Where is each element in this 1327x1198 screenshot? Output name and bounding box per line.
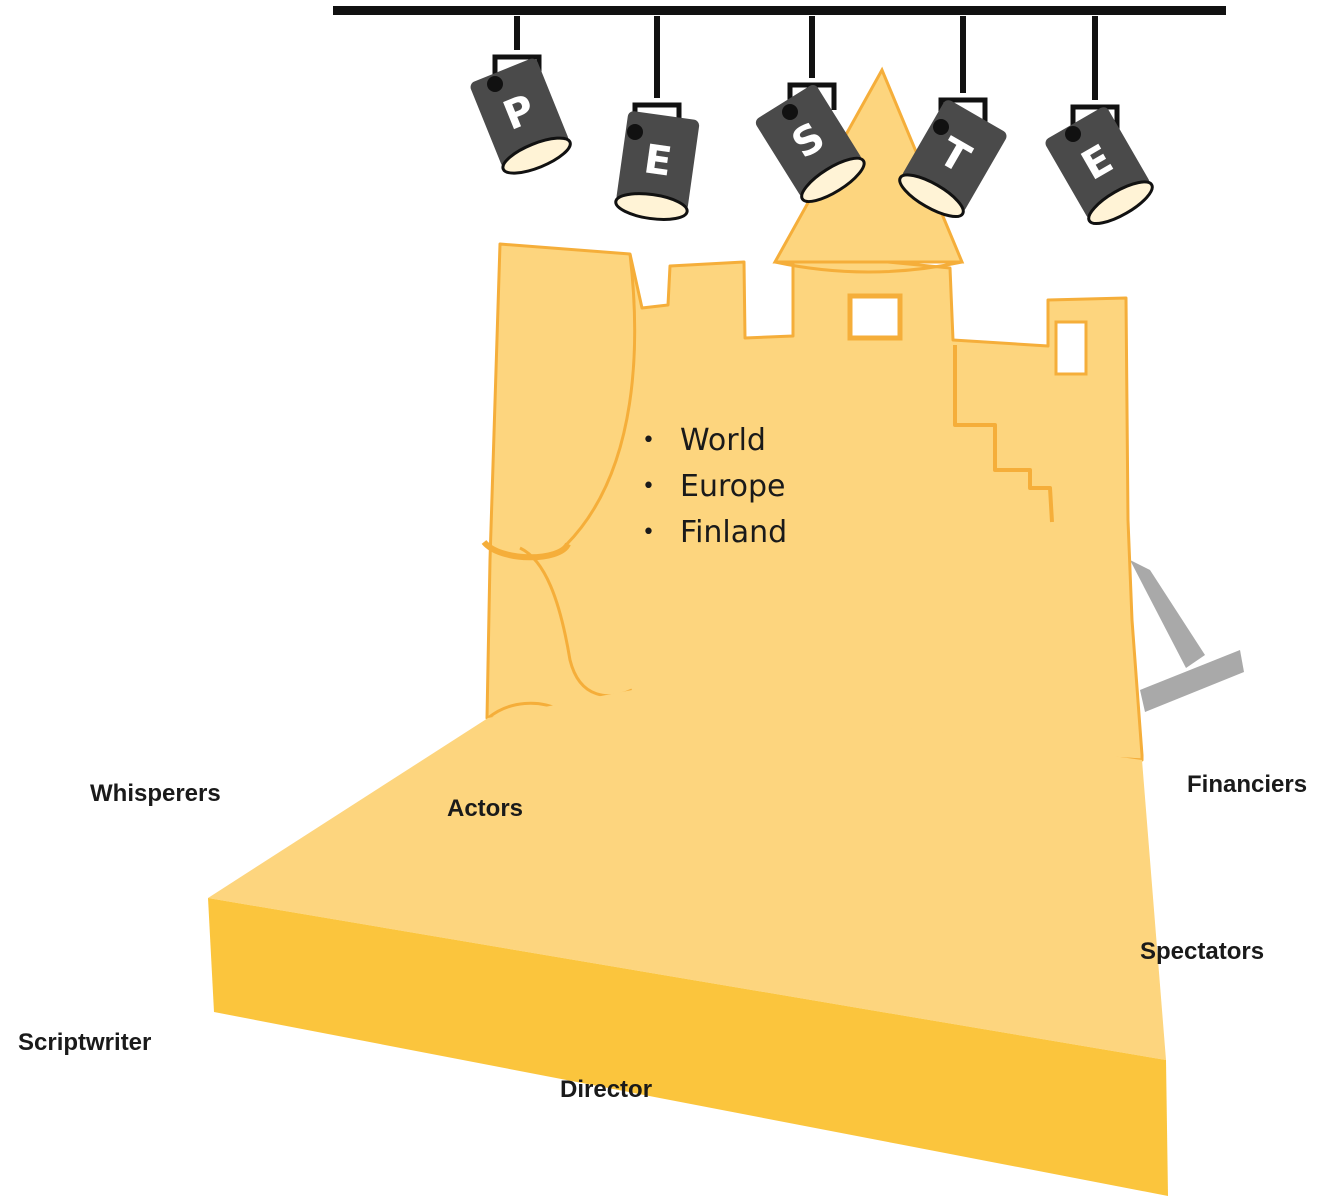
spotlight-letter: E bbox=[641, 136, 674, 185]
spotlight-pivot bbox=[782, 104, 798, 120]
spotlight-yoke bbox=[1070, 104, 1120, 132]
stage-platform-front bbox=[208, 898, 1168, 1196]
spotlight-1: P bbox=[470, 16, 572, 175]
spotlight-pivot bbox=[1065, 126, 1081, 142]
spotlight-icon: P bbox=[470, 58, 572, 175]
spotlight-4: T bbox=[898, 16, 1007, 218]
spotlight-pivot bbox=[627, 124, 643, 140]
castle-window bbox=[847, 293, 903, 341]
role-financiers: Financiers bbox=[1187, 771, 1308, 798]
role-director: Director bbox=[560, 1076, 653, 1103]
backdrop-list-item: Finland bbox=[642, 510, 787, 556]
spotlight-3: S bbox=[755, 16, 866, 203]
spotlight-2: E bbox=[614, 16, 700, 221]
castle-staircase bbox=[953, 345, 1054, 523]
spotlight-icon: E bbox=[1045, 107, 1154, 225]
role-spectators: Spectators bbox=[1140, 938, 1265, 965]
role-scriptwriter: Scriptwriter bbox=[18, 1029, 152, 1056]
backdrop-list-item: World bbox=[642, 418, 787, 464]
lighting-rail bbox=[333, 6, 1226, 15]
castle-notch bbox=[1054, 320, 1088, 376]
spotlight-yoke bbox=[787, 82, 837, 110]
spotlight-icon: T bbox=[898, 100, 1007, 218]
curtain-tie bbox=[481, 539, 571, 561]
spotlight-5: E bbox=[1045, 16, 1154, 225]
backdrop-support-brace bbox=[1130, 560, 1244, 712]
spotlight-pivot bbox=[933, 119, 949, 135]
role-actors: Actors bbox=[447, 795, 524, 822]
role-whisperers: Whisperers bbox=[90, 780, 221, 807]
spotlight-pivot bbox=[487, 76, 503, 92]
backdrop-list-item: Europe bbox=[642, 464, 787, 510]
spotlight-icon: E bbox=[614, 111, 700, 221]
backdrop-list: World Europe Finland bbox=[642, 418, 787, 556]
castle-backdrop bbox=[485, 242, 1144, 762]
stage-platform-top bbox=[208, 690, 1166, 1060]
